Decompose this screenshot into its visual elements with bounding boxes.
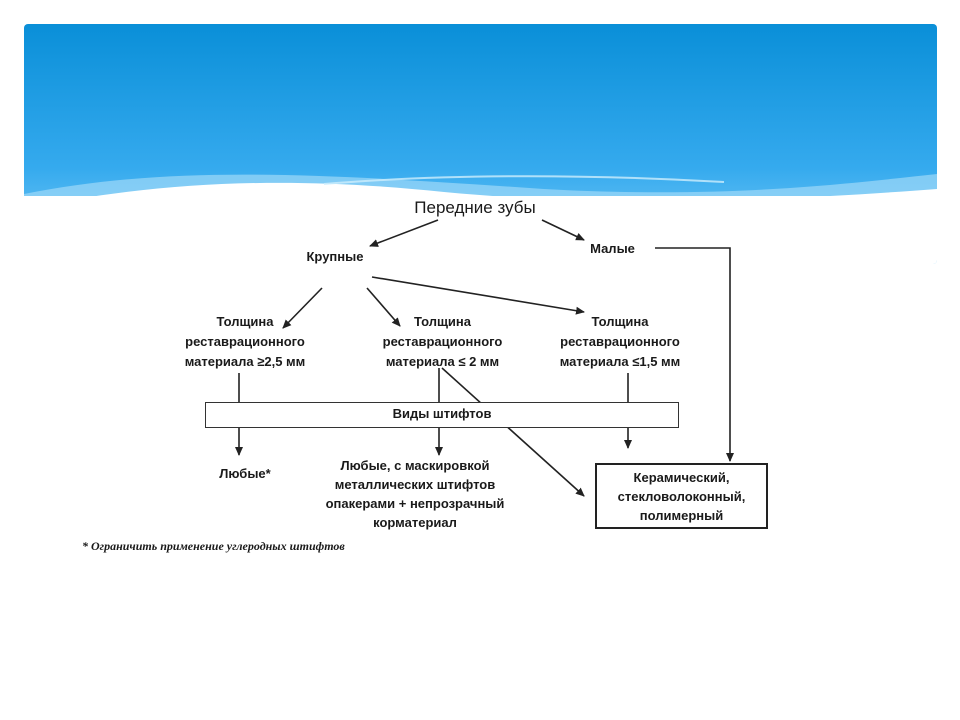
arrow-large-to-thick1	[282, 287, 323, 329]
materials-line-2: стекловолоконный,	[617, 489, 746, 504]
materials-line-1: Керамический,	[633, 470, 730, 485]
thickness-1-line-2: реставрационного	[185, 334, 305, 349]
node-small: Малые	[590, 241, 635, 256]
node-materials-box: Керамический, стекловолоконный, полимерн…	[595, 463, 768, 529]
node-root: Передние зубы	[414, 198, 536, 217]
any-masked-line-2: металлических штифтов	[334, 477, 496, 492]
node-thickness-2: Толщина реставрационного материала ≤ 2 м…	[355, 312, 530, 372]
arrow-root-to-small	[541, 219, 585, 241]
materials-line-3: полимерный	[639, 508, 724, 523]
arrow-root-to-large	[369, 219, 439, 247]
any-masked-line-3: опакерами + непрозрачный	[325, 496, 505, 511]
arrow-small-to-materials	[655, 247, 734, 462]
node-thickness-3: Толщина реставрационного материала ≤1,5 …	[535, 312, 705, 372]
node-thickness-1: Толщина реставрационного материала ≥2,5 …	[160, 312, 330, 372]
pin-types-label: Виды штифтов	[392, 406, 492, 421]
arrow-thick2-to-materials	[441, 367, 585, 497]
pin-types-bar: Виды штифтов	[205, 402, 679, 428]
thickness-3-line-1: Толщина	[591, 314, 649, 329]
thickness-3-line-2: реставрационного	[560, 334, 680, 349]
thickness-3-line-3: материала ≤1,5 мм	[559, 354, 681, 369]
any-masked-line-4: корматериал	[373, 515, 457, 530]
diagram-card	[24, 196, 842, 266]
thickness-1-line-3: материала ≥2,5 мм	[184, 354, 306, 369]
node-any-masked: Любые, с маскировкой металлических штифт…	[300, 456, 530, 532]
arrow-large-to-thick3	[371, 276, 585, 315]
footnote: * Ограничить применение углеродных штифт…	[82, 539, 345, 553]
any-masked-line-1: Любые, с маскировкой	[340, 458, 490, 473]
thickness-2-line-2: реставрационного	[382, 334, 503, 349]
node-any: Любые*	[219, 466, 271, 481]
thickness-1-line-1: Толщина	[216, 314, 274, 329]
node-large: Крупные	[306, 249, 364, 264]
arrow-large-to-thick2	[366, 287, 401, 327]
thickness-2-line-3: материала ≤ 2 мм	[385, 354, 500, 369]
thickness-2-line-1: Толщина	[413, 314, 472, 329]
